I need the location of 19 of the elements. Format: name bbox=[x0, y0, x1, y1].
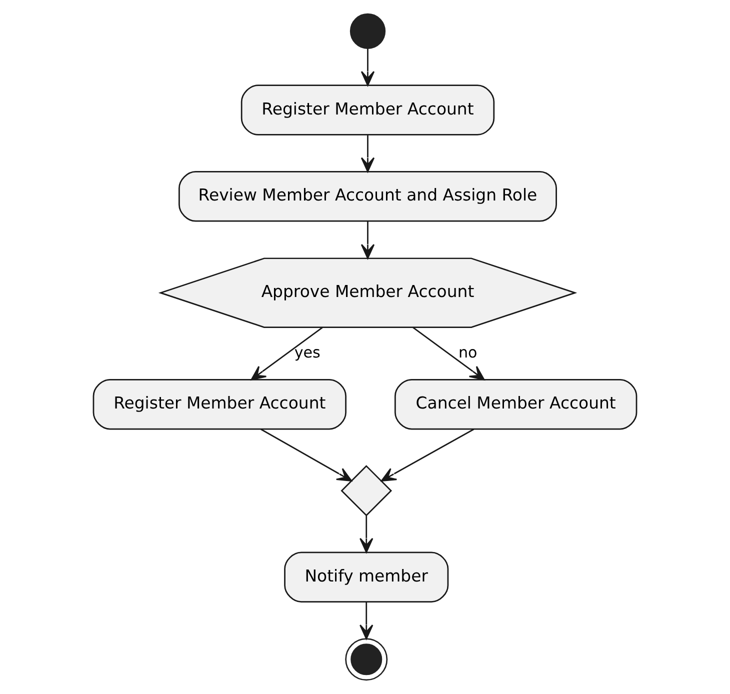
node-diamond bbox=[340, 465, 392, 516]
node-box: Register Member Account bbox=[240, 84, 495, 136]
arrow bbox=[360, 602, 374, 640]
edge-label: no bbox=[458, 343, 478, 362]
arrow bbox=[360, 221, 375, 259]
arrow bbox=[250, 326, 323, 380]
arrow bbox=[380, 428, 474, 482]
arrow bbox=[360, 135, 375, 172]
node-circle bbox=[350, 13, 386, 49]
arrow bbox=[260, 428, 352, 482]
arrow bbox=[412, 326, 485, 380]
node-box: Register Member Account bbox=[92, 378, 346, 430]
node-box: Notify member bbox=[284, 552, 449, 602]
arrow bbox=[360, 516, 374, 553]
node-box: Cancel Member Account bbox=[394, 378, 638, 430]
node-circle bbox=[345, 638, 388, 681]
edge-label: yes bbox=[294, 343, 320, 362]
arrow bbox=[360, 48, 375, 86]
node-box: Review Member Account and Assign Role bbox=[178, 171, 557, 222]
